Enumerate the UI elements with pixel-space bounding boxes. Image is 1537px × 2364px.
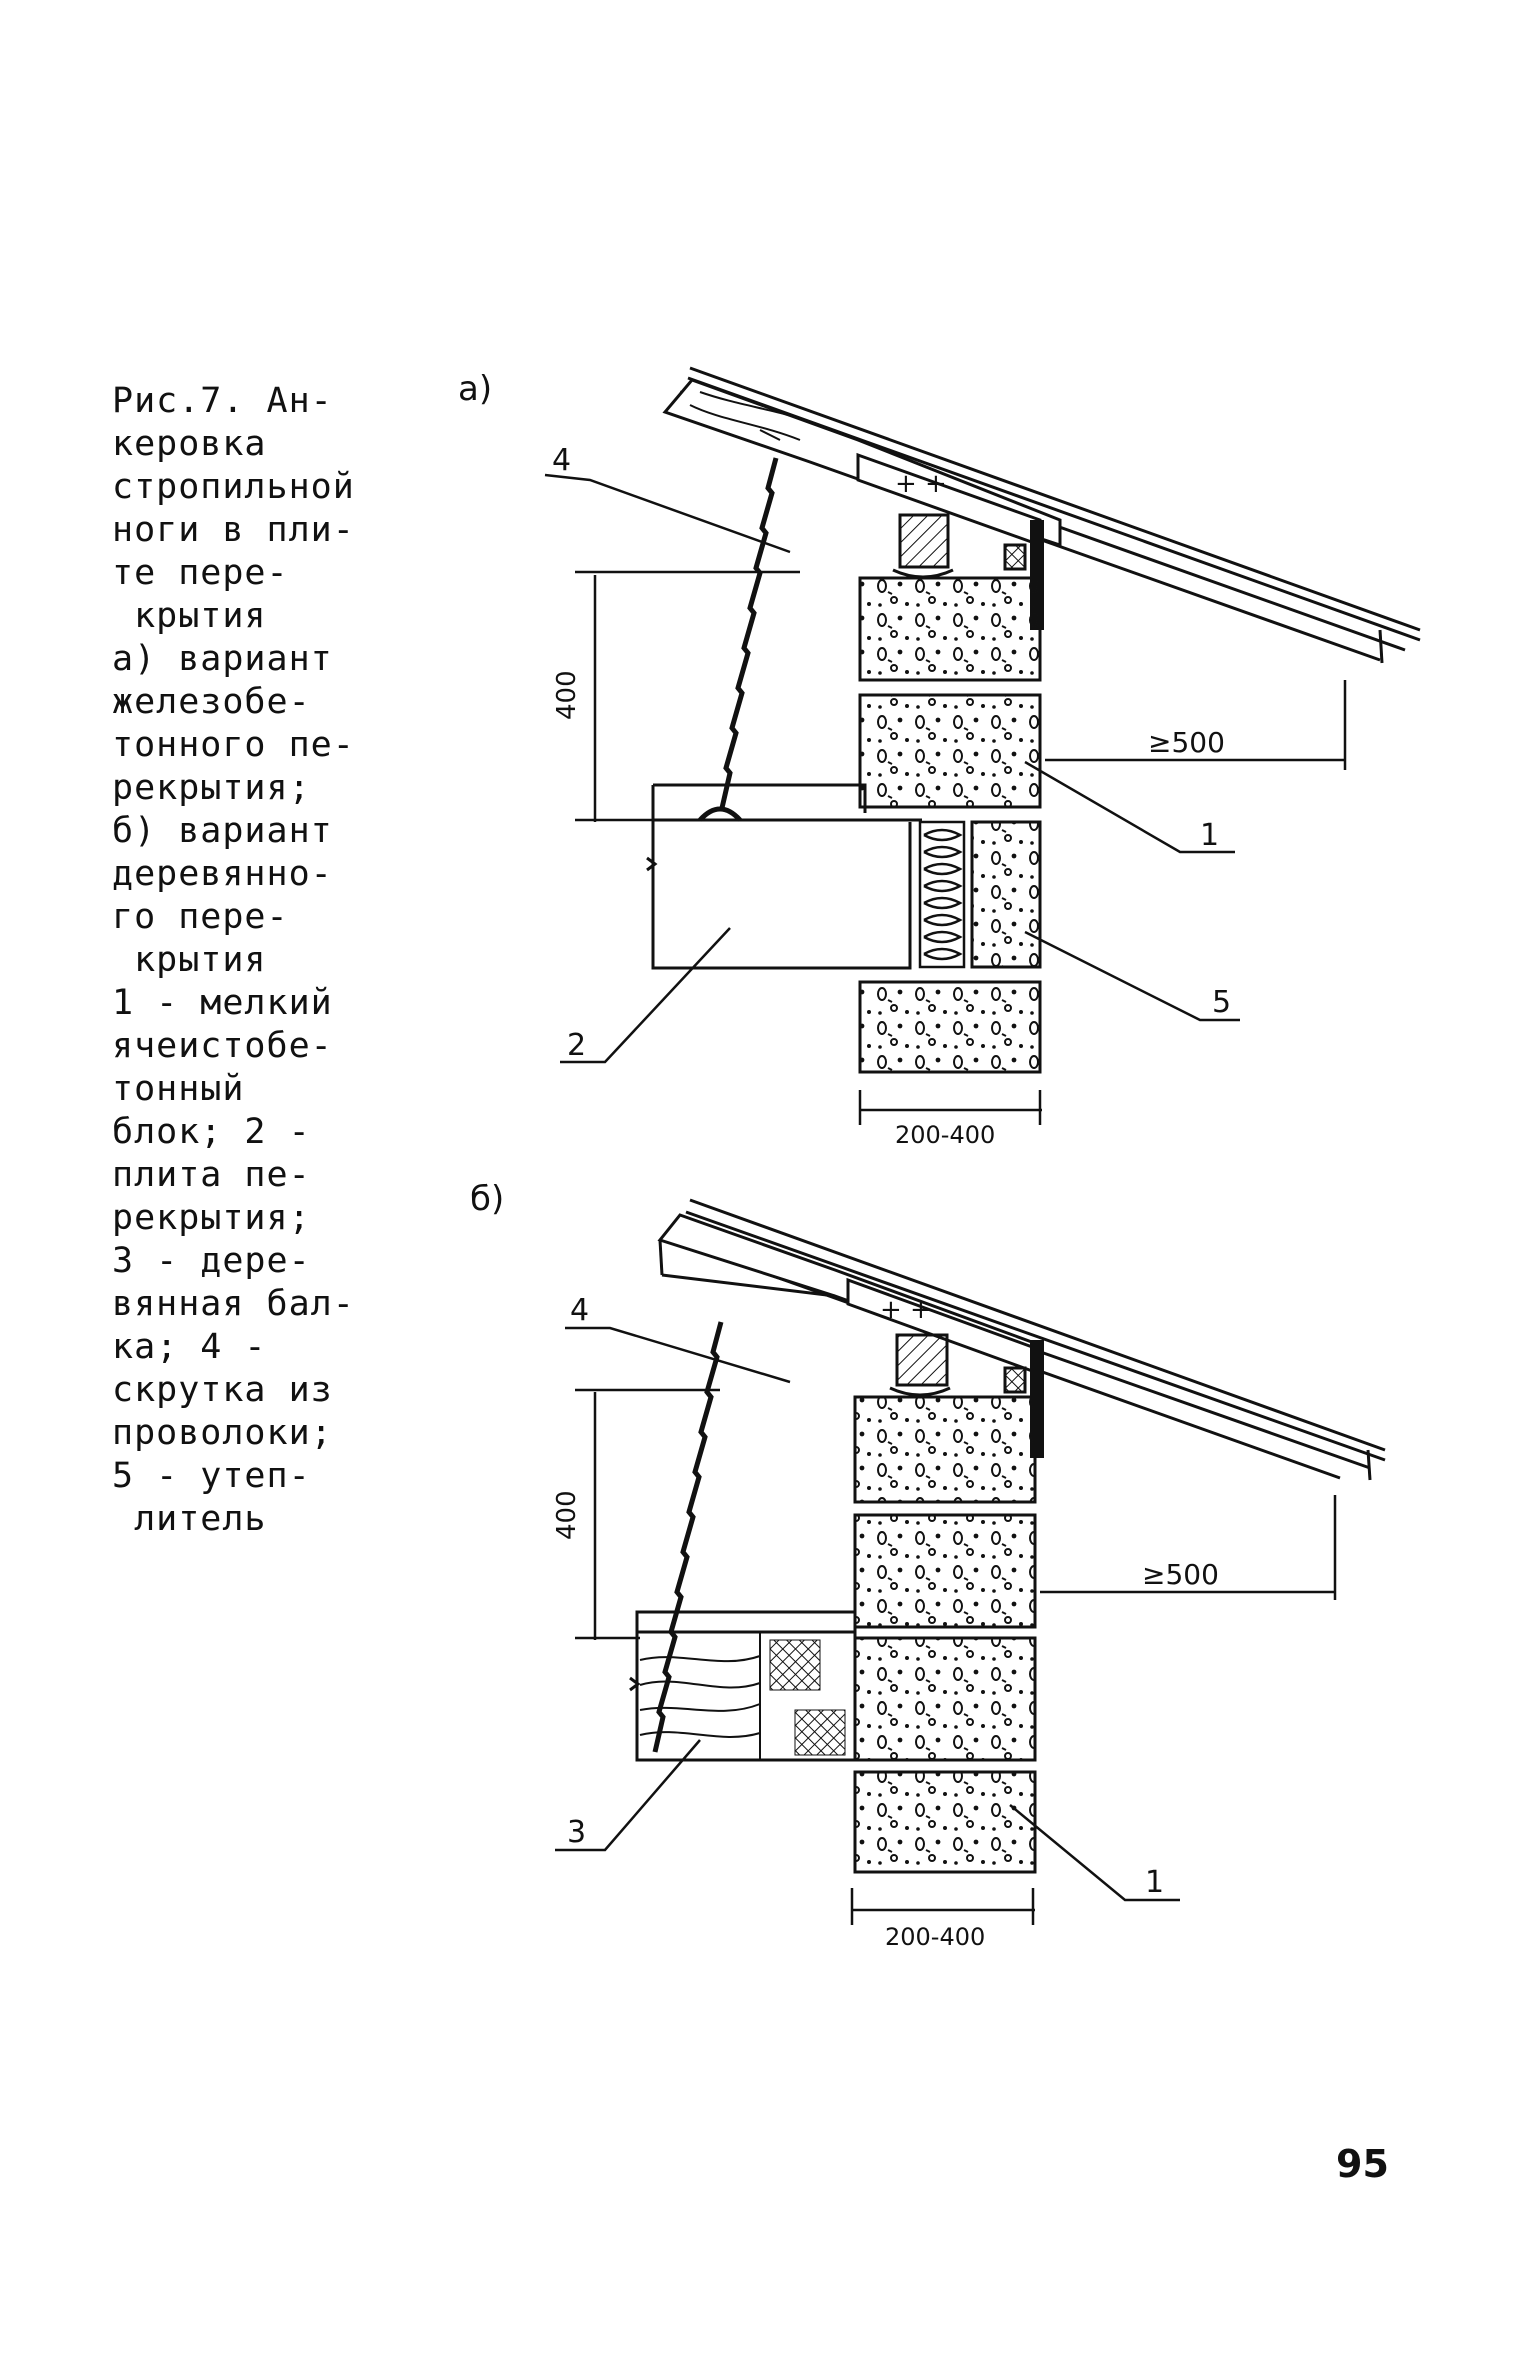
- caption-line: 5 - утеп-: [112, 1456, 311, 1496]
- figure-caption: Рис.7. Ан- керовка стропильной ноги в пл…: [112, 380, 392, 1541]
- pad: [889, 1386, 951, 1397]
- caption-line: блок; 2 -: [112, 1112, 311, 1152]
- block-3: [970, 820, 1042, 969]
- twisted-wire: [652, 1321, 724, 1753]
- stripe-mark: + +: [895, 469, 947, 499]
- block-4: [858, 980, 1042, 1074]
- wedge: [1003, 1366, 1027, 1394]
- floor-slab: [646, 783, 922, 970]
- dimension-width: [850, 1888, 1035, 1925]
- anchor-loop: [698, 806, 742, 822]
- block-3: [853, 1636, 1037, 1762]
- leader-lines: [544, 473, 1240, 1064]
- figure-b-timber: б) + +: [470, 1179, 1386, 1951]
- block-1: [858, 576, 1042, 682]
- figure-a-reinforced-concrete: а) + +: [458, 366, 1421, 1149]
- caption-line: плита пе-: [112, 1155, 311, 1195]
- dim-500-b: ≥500: [1142, 1558, 1219, 1591]
- caption-line: ноги в пли-: [112, 510, 355, 550]
- caption-line: б) вариант: [112, 811, 333, 851]
- caption-line: ка; 4 -: [112, 1327, 267, 1367]
- callout-3-b: 3: [567, 1815, 586, 1850]
- dim-width-a: 200-400: [895, 1121, 995, 1149]
- caption-line: керовка: [112, 424, 267, 464]
- stripe-mark: + +: [880, 1295, 932, 1325]
- caption-line: тонный: [112, 1069, 245, 1109]
- dimension-overhang: [1045, 680, 1347, 770]
- dim-400-b: 400: [552, 1490, 582, 1540]
- block-1: [853, 1395, 1037, 1504]
- twisted-wire: [719, 457, 779, 809]
- caption-line: стропильной: [112, 467, 355, 507]
- caption-line: рекрытия;: [112, 1198, 311, 1238]
- dimension-width: [858, 1090, 1042, 1125]
- callout-4-a: 4: [552, 443, 571, 478]
- caption-line: а) вариант: [112, 639, 333, 679]
- dim-width-b: 200-400: [885, 1923, 985, 1951]
- rafter: + +: [662, 378, 1062, 548]
- callout-2-a: 2: [567, 1028, 586, 1063]
- caption-line: тонного пе-: [112, 725, 355, 765]
- rafter: + +: [657, 1213, 1042, 1375]
- caption-line: вянная бал-: [112, 1284, 355, 1324]
- wedge: [1003, 543, 1027, 571]
- caption-line: скрутка из: [112, 1370, 333, 1410]
- variant-b-label: б): [470, 1179, 504, 1219]
- block-2: [853, 1513, 1037, 1629]
- aerated-concrete-blocks: [853, 1395, 1037, 1874]
- caption-line: 1 - мелкий: [112, 983, 333, 1023]
- page-number: 95: [1336, 2142, 1389, 2186]
- dim-400-a: 400: [552, 670, 582, 720]
- caption-line: литель: [112, 1499, 267, 1539]
- callout-5-a: 5: [1212, 985, 1231, 1020]
- caption-line: ячеистобе-: [112, 1026, 333, 1066]
- insulation: [918, 820, 966, 969]
- dim-500-a: ≥500: [1148, 726, 1225, 759]
- mauerlat: [895, 1333, 949, 1387]
- aerated-concrete-blocks: [858, 576, 1042, 1074]
- dimension-height: [575, 1388, 720, 1640]
- caption-line: железобе-: [112, 682, 311, 722]
- dimension-height: [575, 570, 800, 822]
- callout-4-b: 4: [570, 1293, 589, 1328]
- caption-line: 3 - дере-: [112, 1241, 311, 1281]
- block-2: [858, 693, 1042, 809]
- variant-a-label: а): [458, 369, 492, 409]
- pad: [892, 568, 954, 579]
- mauerlat: [898, 513, 950, 569]
- callout-1-b: 1: [1145, 1865, 1164, 1900]
- dimension-overhang: [1040, 1495, 1337, 1600]
- callout-1-a: 1: [1200, 818, 1219, 853]
- caption-line: проволоки;: [112, 1413, 333, 1453]
- caption-line: деревянно-: [112, 854, 333, 894]
- caption-line: Рис.7. Ан-: [112, 381, 333, 421]
- caption-line: крытия: [112, 940, 267, 980]
- block-4: [853, 1770, 1037, 1874]
- caption-line: рекрытия;: [112, 768, 311, 808]
- timber-beam: [629, 1610, 857, 1762]
- caption-line: те пере-: [112, 553, 289, 593]
- caption-line: го пере-: [112, 897, 289, 937]
- caption-line: крытия: [112, 596, 267, 636]
- leader-lines: [555, 1326, 1180, 1902]
